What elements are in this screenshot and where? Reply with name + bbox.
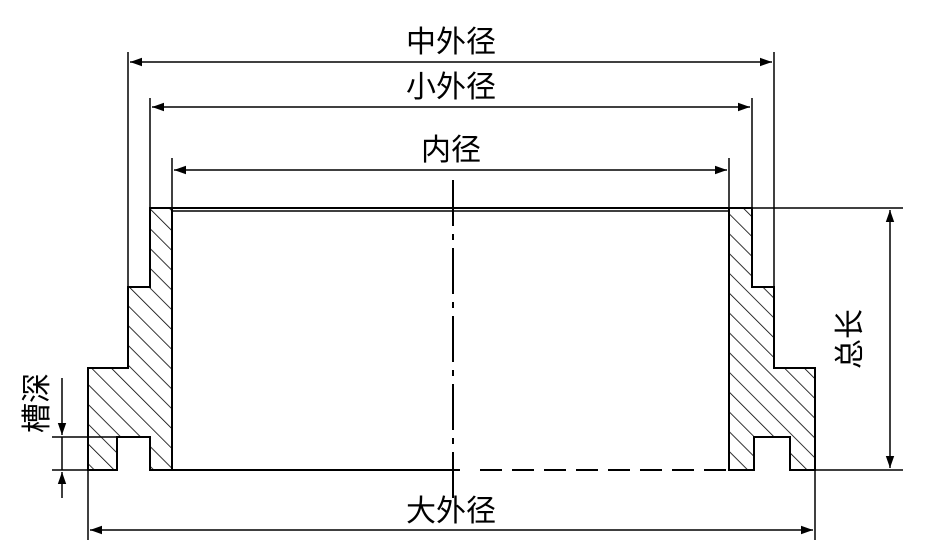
label-large-outer-diameter: 大外径	[406, 494, 496, 529]
label-total-length: 总长	[833, 309, 868, 369]
label-small-outer-diameter: 小外径	[406, 70, 496, 105]
label-groove-depth: 槽深	[20, 373, 55, 433]
right-wall-section	[728, 207, 816, 471]
label-inner-diameter: 内径	[421, 133, 481, 168]
left-wall-section	[87, 207, 173, 471]
label-mid-outer-diameter: 中外径	[406, 25, 496, 60]
